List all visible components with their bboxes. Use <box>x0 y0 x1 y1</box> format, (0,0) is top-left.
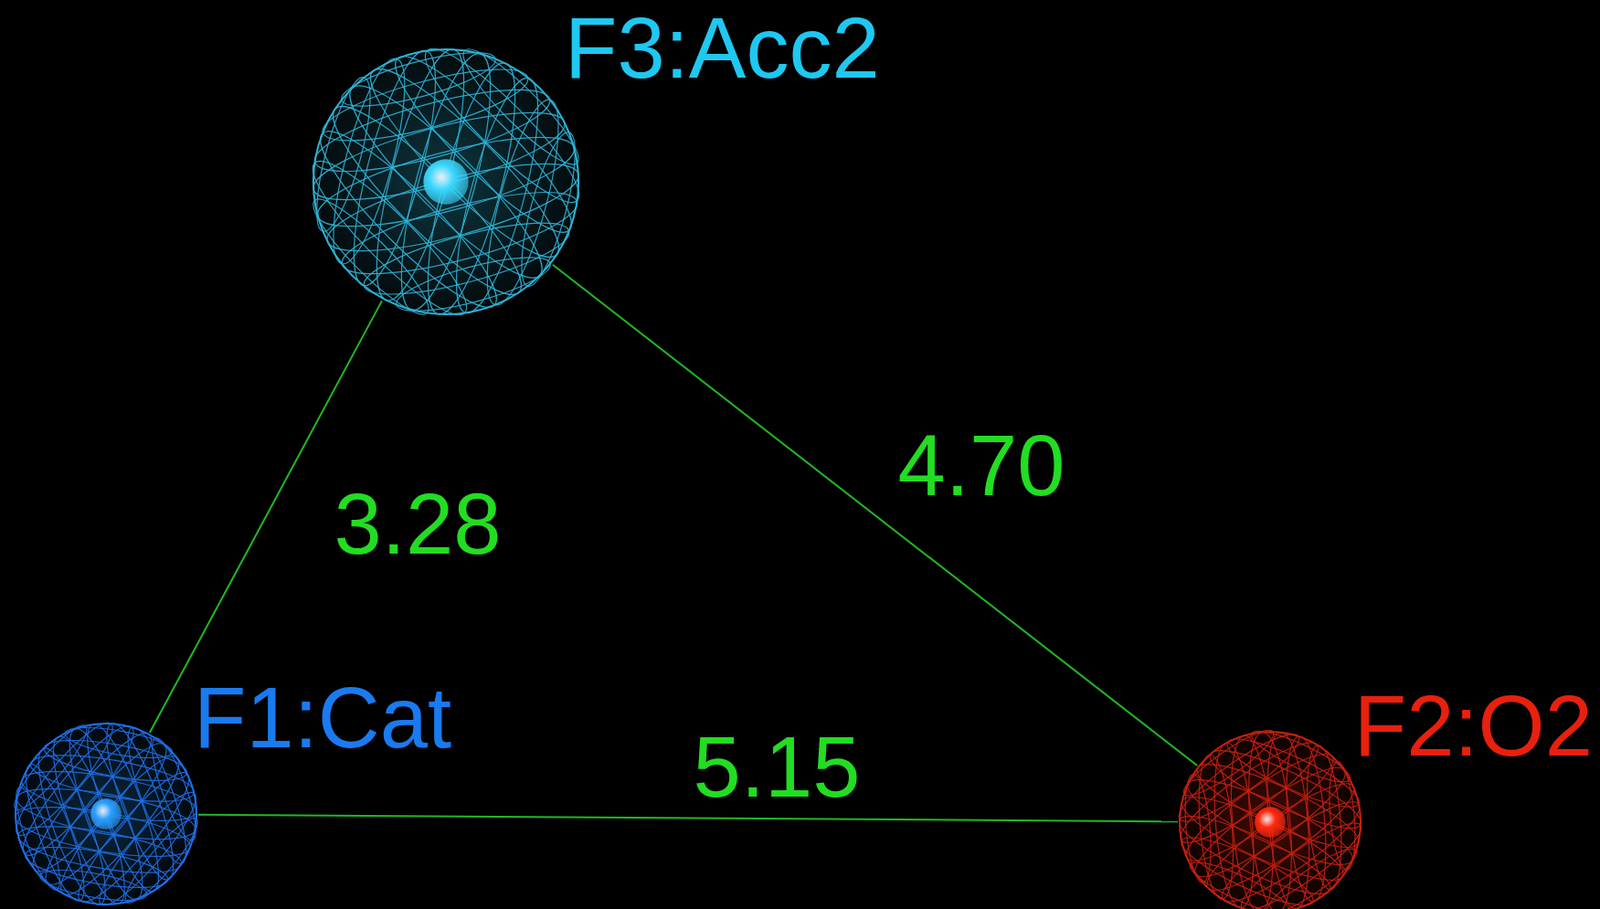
feature-label: F3:Acc2 <box>564 5 880 92</box>
distance-label: 3.28 <box>330 481 506 568</box>
distance-label: 4.70 <box>894 423 1070 509</box>
wireframe-sphere <box>1177 730 1363 909</box>
pharmacophore-feature: F3:Acc2 <box>310 46 582 318</box>
distance-line <box>552 264 1198 766</box>
pharmacophore-feature: F1:Cat <box>13 721 199 907</box>
wireframe-sphere <box>13 721 199 907</box>
feature-label: F1:Cat <box>193 675 452 762</box>
wireframe-sphere <box>310 46 582 318</box>
feature-label: F2:O2 <box>1354 683 1593 770</box>
distance-line <box>198 815 1178 823</box>
pharmacophore-feature: F2:O2 <box>1177 730 1363 909</box>
distance-label: 5.15 <box>689 724 865 811</box>
